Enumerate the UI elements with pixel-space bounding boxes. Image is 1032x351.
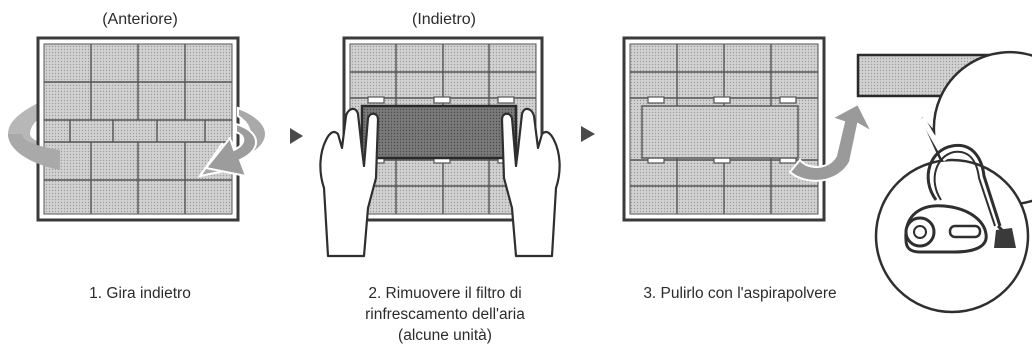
curved-arrow-icon	[788, 102, 875, 182]
panel-2-back-filter	[319, 36, 561, 258]
panel-3-clean-filter	[622, 36, 1032, 314]
hand-icon	[500, 107, 561, 258]
step-arrow-icon	[581, 126, 595, 142]
rotate-arrow-icon	[8, 134, 60, 170]
vacuum-cleaner-icon	[874, 50, 1032, 314]
air-refreshing-filter	[360, 104, 518, 160]
step-2-caption-line-3: (alcune unità)	[398, 327, 492, 344]
step-1-caption: 1. Gira indietro	[89, 285, 191, 302]
hand-icon	[319, 107, 380, 258]
rotate-arrow-head	[204, 122, 257, 178]
step-arrow-icon	[290, 128, 303, 144]
step-2-caption: 2. Rimuovere il filtro di rinfrescamento…	[330, 283, 560, 346]
panel-1-front-filter	[8, 36, 268, 222]
step-2-caption-line-1: 2. Rimuovere il filtro di	[368, 285, 522, 302]
back-label: (Indietro)	[411, 11, 477, 28]
front-label: (Anteriore)	[102, 11, 178, 28]
step-3-caption: 3. Pulirlo con l'aspirapolvere	[643, 285, 837, 302]
step-2-caption-line-2: rinfrescamento dell'aria	[365, 306, 525, 323]
